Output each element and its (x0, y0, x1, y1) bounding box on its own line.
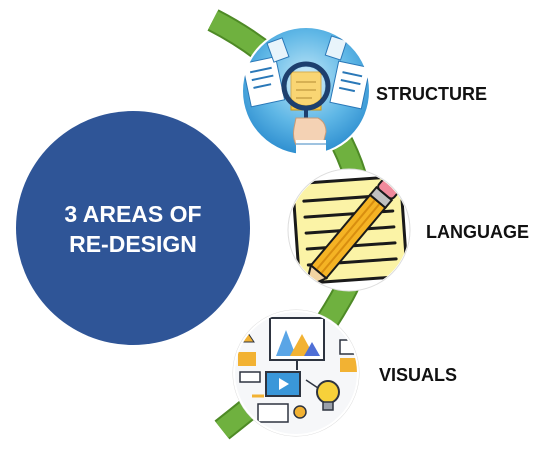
center-circle: 3 AREAS OF RE-DESIGN (16, 111, 250, 345)
center-title-line1: 3 AREAS OF (64, 201, 201, 227)
center-title-line2: RE-DESIGN (69, 231, 197, 257)
document-search-icon (241, 26, 371, 156)
visual-elements-icon (232, 309, 360, 437)
item-label-language: LANGUAGE (426, 222, 529, 242)
item-label-visuals: VISUALS (379, 365, 457, 385)
pencil-notepad-icon (287, 168, 411, 292)
item-label-structure: STRUCTURE (376, 84, 487, 104)
